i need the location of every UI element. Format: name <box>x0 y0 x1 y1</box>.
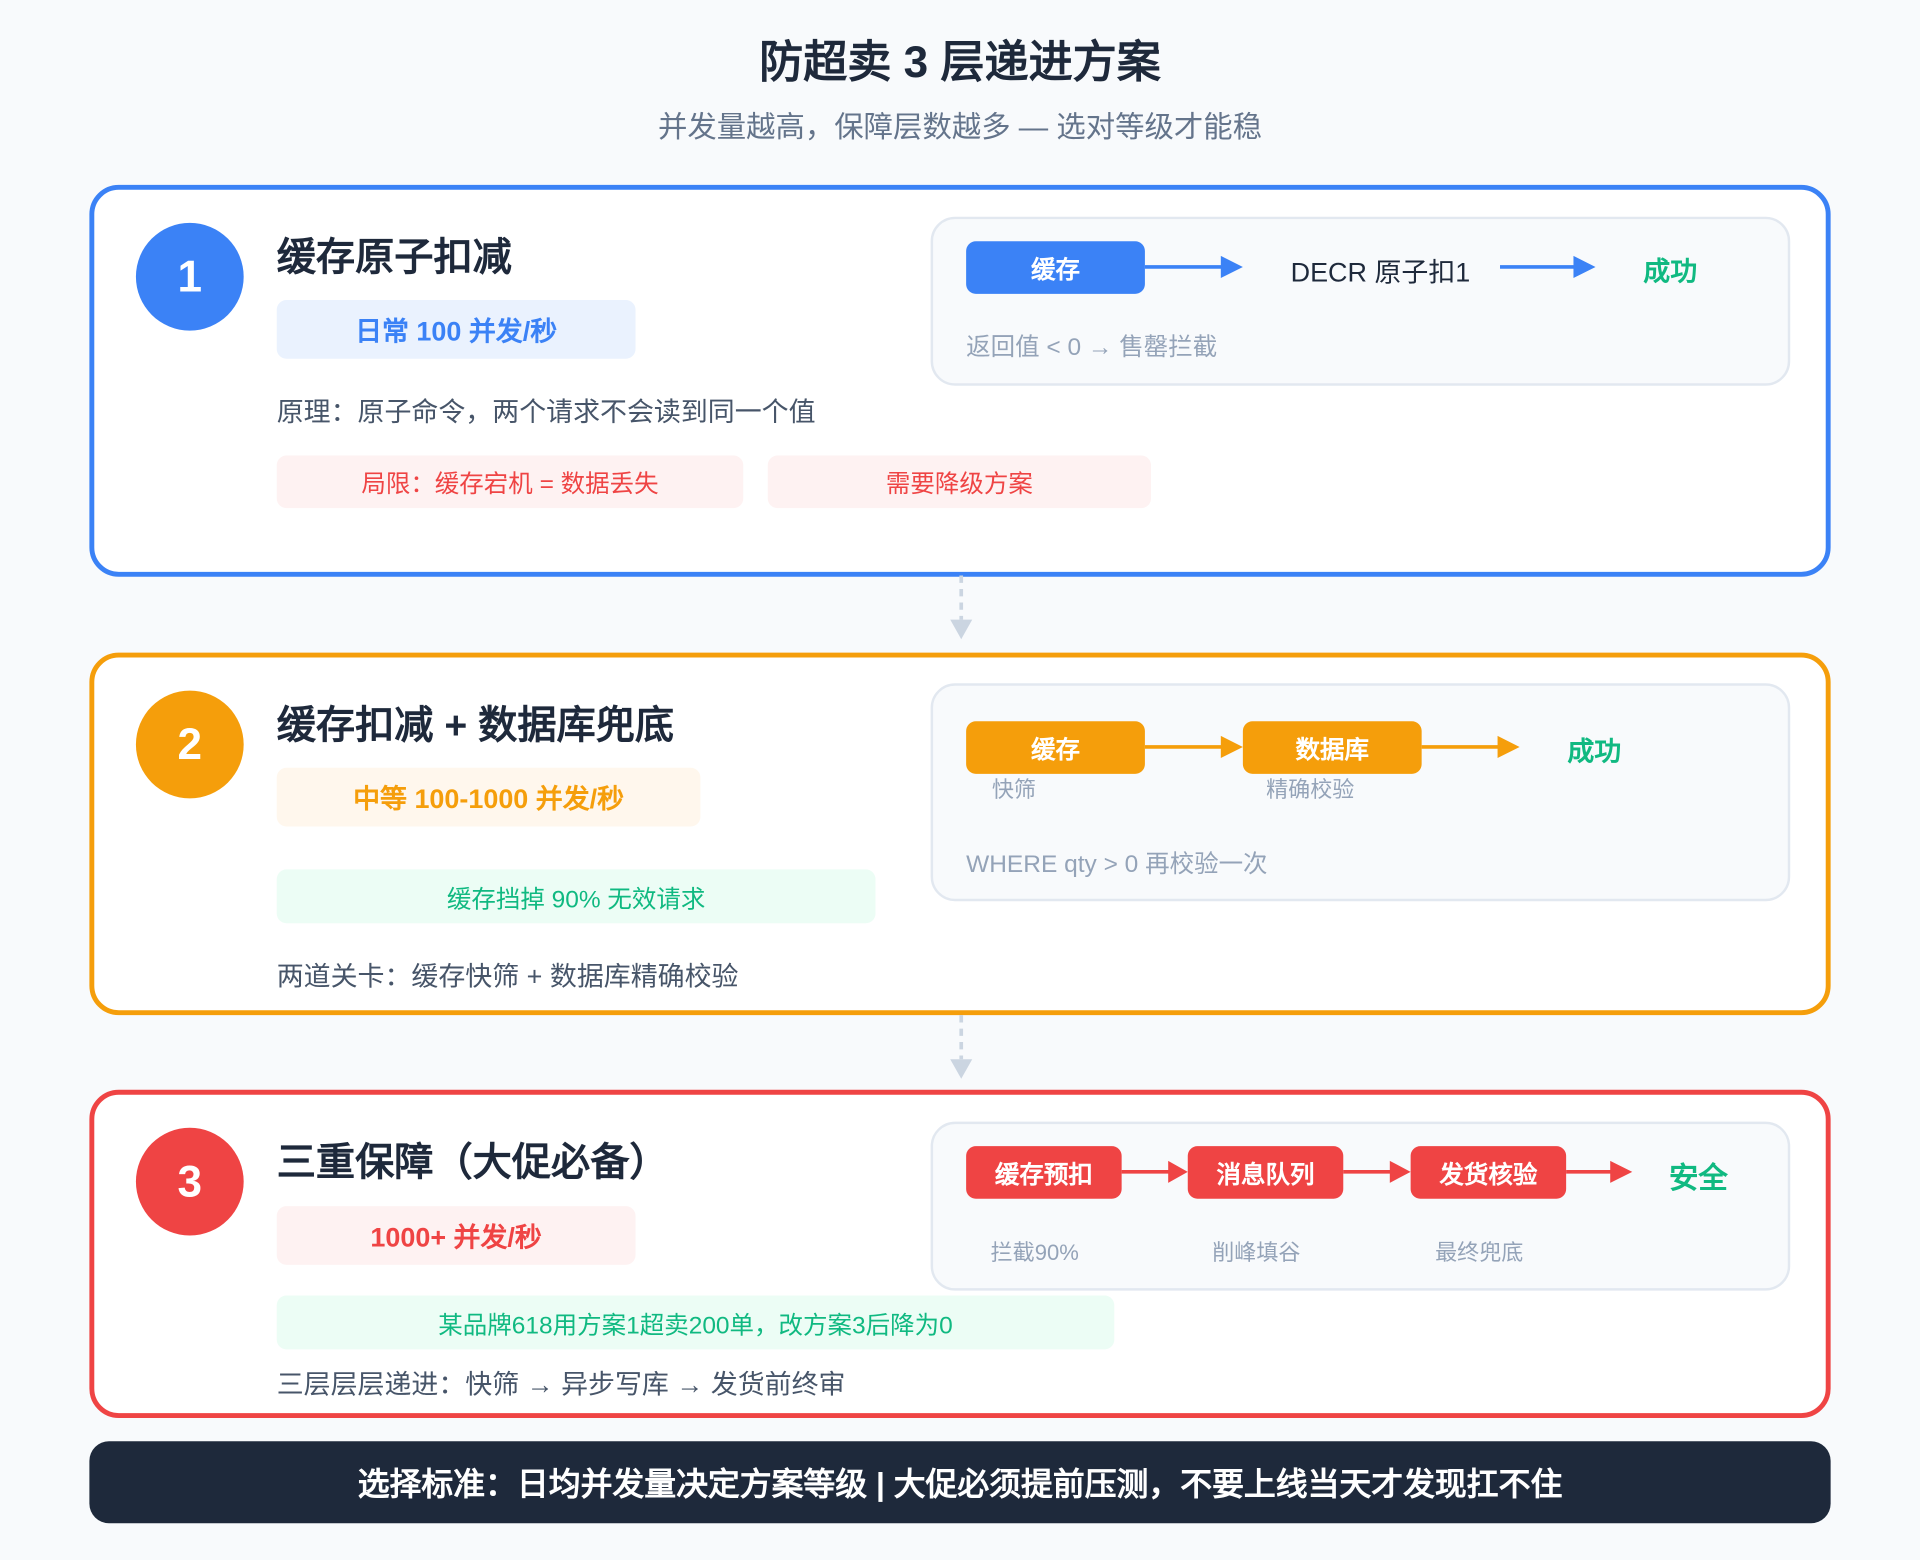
connector-arrow-icon <box>950 575 973 640</box>
concurrency-badge: 1000+ 并发/秒 <box>276 1206 636 1265</box>
flow-step-shipping-check: 发货核验 <box>1410 1146 1567 1199</box>
limitation-tag: 局限：缓存宕机 = 数据丢失 <box>276 455 744 509</box>
connector-arrow-icon <box>950 1015 973 1079</box>
arrow-icon <box>1121 1160 1188 1183</box>
flow-result: 成功 <box>1643 255 1698 287</box>
principle-text: 原理：原子命令，两个请求不会读到同一个值 <box>276 396 816 428</box>
fallback-tag: 需要降级方案 <box>767 455 1152 509</box>
arrow-icon <box>1500 255 1596 278</box>
flow-step-sub: 精确校验 <box>1266 777 1355 803</box>
description-text: 三层层层递进：快筛 → 异步写库 → 发货前终审 <box>276 1368 846 1400</box>
concurrency-badge: 日常 100 并发/秒 <box>276 300 636 359</box>
flow-step-database: 数据库 <box>1242 721 1422 774</box>
level-2-card: 2 缓存扣减 + 数据库兜底 中等 100-1000 并发/秒 缓存挡掉 90%… <box>89 652 1831 1016</box>
level-1-card: 1 缓存原子扣减 日常 100 并发/秒 原理：原子命令，两个请求不会读到同一个… <box>89 184 1831 577</box>
flow-note: WHERE qty > 0 再校验一次 <box>966 851 1268 878</box>
flow-result: 成功 <box>1567 735 1622 767</box>
highlight-tag: 缓存挡掉 90% 无效请求 <box>276 869 876 924</box>
page-subtitle: 并发量越高，保障层数越多 — 选对等级才能稳 <box>657 111 1263 145</box>
level-3-card: 3 三重保障（大促必备） 1000+ 并发/秒 某品牌618用方案1超卖200单… <box>89 1089 1831 1418</box>
flow-note: 返回值 < 0 → 售罄拦截 <box>966 334 1218 362</box>
flow-step-cache: 缓存 <box>966 721 1145 774</box>
page-title: 防超卖 3 层递进方案 <box>759 36 1161 87</box>
level-number-badge: 3 <box>135 1127 244 1236</box>
flow-result: 安全 <box>1668 1162 1728 1196</box>
description-text: 两道关卡：缓存快筛 + 数据库精确校验 <box>276 961 739 992</box>
level-number-badge: 1 <box>135 222 244 331</box>
arrow-icon <box>1144 735 1243 758</box>
level-title: 缓存原子扣减 <box>276 235 512 280</box>
arrow-icon <box>1144 255 1243 278</box>
concurrency-badge: 中等 100-1000 并发/秒 <box>276 767 701 827</box>
flow-step-cache-prededuct: 缓存预扣 <box>966 1146 1122 1199</box>
footer-banner: 选择标准：日均并发量决定方案等级 | 大促必须提前压测，不要上线当天才发现扛不住 <box>89 1441 1831 1524</box>
arrow-icon <box>1421 735 1520 758</box>
flow-step-cache: 缓存 <box>966 241 1145 294</box>
arrow-icon <box>1566 1160 1633 1183</box>
flow-step-message-queue: 消息队列 <box>1187 1146 1344 1199</box>
flow-step-sub: 快筛 <box>991 777 1036 803</box>
case-study-tag: 某品牌618用方案1超卖200单，改方案3后降为0 <box>276 1295 1115 1350</box>
level-number-badge: 2 <box>135 690 244 799</box>
arrow-icon <box>1343 1160 1411 1183</box>
flow-step-sub: 削峰填谷 <box>1212 1240 1301 1265</box>
flow-step-sub: 拦截90% <box>990 1240 1079 1265</box>
flow-panel: 缓存 DECR 原子扣1 成功 返回值 < 0 → 售罄拦截 <box>930 216 1791 386</box>
flow-step-decr: DECR 原子扣1 <box>1290 257 1471 288</box>
flow-panel: 缓存预扣 拦截90% 消息队列 削峰填谷 发货核验 最终兜底 安全 <box>930 1121 1791 1291</box>
flow-panel: 缓存 快筛 数据库 精确校验 成功 WHERE qty > 0 再校验一次 <box>930 683 1791 902</box>
flow-step-sub: 最终兜底 <box>1435 1240 1524 1265</box>
level-title: 三重保障（大促必备） <box>276 1140 669 1185</box>
level-title: 缓存扣减 + 数据库兜底 <box>276 702 675 747</box>
